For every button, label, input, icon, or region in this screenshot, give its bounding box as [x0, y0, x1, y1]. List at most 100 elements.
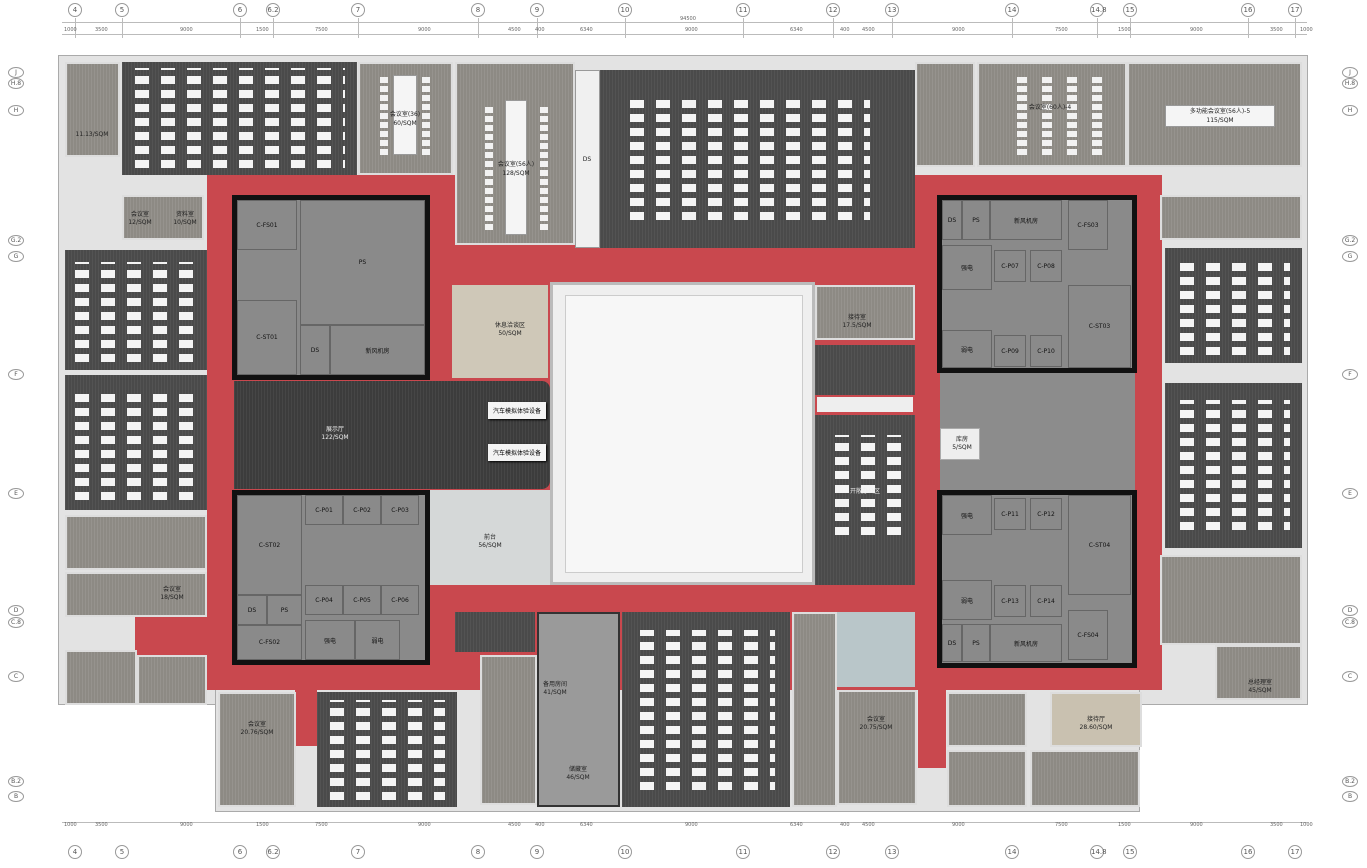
grid-column-bot: 10	[618, 845, 632, 859]
room-area: 46/SQM	[566, 774, 590, 781]
rooms-ne	[1160, 195, 1302, 240]
total-dimension: 94500	[680, 16, 696, 22]
fire-stair-right-2: C-FS04	[1068, 610, 1108, 660]
grid-line	[1248, 18, 1249, 38]
room-small	[65, 62, 120, 157]
grid-row: G	[8, 251, 24, 262]
dimension-label: 400	[535, 27, 545, 33]
meeting-room-60	[977, 62, 1127, 167]
car-simulator-2: 汽车模拟体验设备	[488, 444, 547, 461]
conference-table	[505, 100, 527, 235]
weak-elec: 弱电	[942, 580, 992, 620]
meeting-room-se	[1030, 750, 1140, 807]
room-sw	[65, 650, 137, 705]
grid-row: H.8	[8, 78, 24, 89]
meeting-room-w	[65, 515, 207, 570]
grid-row: B.2	[1342, 776, 1358, 787]
room-area: 20.75/SQM	[859, 724, 893, 731]
ps: PS	[267, 595, 302, 625]
lift: C-P07	[994, 250, 1026, 282]
room-se	[947, 750, 1027, 807]
shaft-label: DS	[582, 156, 592, 163]
dimension-label: 9000	[1190, 27, 1203, 33]
room-area: 50/SQM	[498, 330, 522, 337]
label: C-FS04	[1077, 631, 1099, 639]
grid-column-bot: 14	[1005, 845, 1019, 859]
label: 强电	[960, 512, 973, 520]
label: C-P10	[1037, 347, 1055, 355]
grid-row: H	[1342, 105, 1358, 116]
dimension-label: 1500	[1118, 27, 1131, 33]
label: C-P01	[315, 506, 333, 514]
strong-elec: 强电	[305, 620, 355, 660]
grid-row: J	[1342, 67, 1358, 78]
label: C-FS01	[256, 221, 278, 229]
label: PS	[972, 639, 980, 647]
room-area: 56/SQM	[478, 542, 502, 549]
label: C-P08	[1037, 262, 1055, 270]
lounge	[452, 285, 548, 378]
grid-row: F	[8, 369, 24, 380]
room-name: 总经理室	[1247, 679, 1273, 686]
label: DS	[947, 639, 957, 647]
chairs	[422, 75, 430, 155]
ps: PS	[962, 624, 990, 662]
room-area: 17.5/SQM	[842, 322, 872, 329]
meeting-room-12	[122, 195, 204, 240]
spare-room	[537, 612, 620, 807]
room-name: 展示厅	[325, 426, 345, 433]
room-name: 多功能会议室(56人)-5	[1189, 108, 1251, 115]
guest-room	[815, 285, 915, 340]
label: 强电	[323, 637, 336, 645]
label: C-P11	[1001, 510, 1019, 518]
lift: C-P13	[994, 585, 1026, 617]
dimension-label: 1500	[256, 822, 269, 828]
grid-row: J	[8, 67, 24, 78]
room-ne	[915, 62, 975, 167]
fire-stair-left: C-FS01	[237, 200, 297, 250]
grid-line	[75, 18, 76, 38]
grid-column-bot: 7	[351, 845, 365, 859]
grid-column-top: 6	[233, 3, 247, 17]
lift: C-P09	[994, 335, 1026, 367]
dimension-label: 400	[840, 27, 850, 33]
grid-row: G.2	[8, 235, 24, 246]
grid-row: C.8	[1342, 617, 1358, 628]
ahu-room: 新风机房	[990, 200, 1062, 240]
grid-line	[273, 18, 274, 38]
label: C-ST04	[1088, 541, 1111, 549]
room-name: 会议室	[247, 721, 267, 728]
grid-column-bot: 16	[1241, 845, 1255, 859]
grid-line	[240, 18, 241, 38]
room-name: 会议室	[866, 716, 886, 723]
reception-hall	[1050, 692, 1142, 747]
label: 新风机房	[1013, 640, 1038, 648]
core-ne	[937, 195, 1137, 373]
grid-row: C	[1342, 671, 1358, 682]
label: C-P05	[353, 596, 371, 604]
meeting-room-18	[65, 572, 207, 617]
dimension-label: 6340	[790, 822, 803, 828]
grid-line	[1012, 18, 1013, 38]
label: 新风机房	[365, 347, 390, 355]
ps: PS	[962, 200, 990, 240]
label: 弱电	[960, 597, 973, 605]
ds: DS	[942, 624, 962, 662]
grid-column-bot: 4	[68, 845, 82, 859]
grid-column-bot: 6.2	[266, 845, 280, 859]
room-area: 115/SQM	[1206, 117, 1234, 124]
ahu-room: 新风机房	[330, 325, 425, 375]
grid-column-bot: 17	[1288, 845, 1302, 859]
desk-rows	[630, 100, 870, 220]
dimension-label: 1000	[1300, 822, 1313, 828]
grid-column-top: 15	[1123, 3, 1137, 17]
label: C-ST01	[256, 334, 278, 341]
room-name: 库房	[955, 436, 969, 443]
corridor-south-1	[295, 688, 317, 746]
room-area: 11.13/SQM	[75, 131, 109, 138]
dimension-label: 6340	[580, 27, 593, 33]
grid-row: C	[8, 671, 24, 682]
grid-row: G	[1342, 251, 1358, 262]
lift: C-P10	[1030, 335, 1062, 367]
room-name: 会议室	[130, 211, 150, 218]
